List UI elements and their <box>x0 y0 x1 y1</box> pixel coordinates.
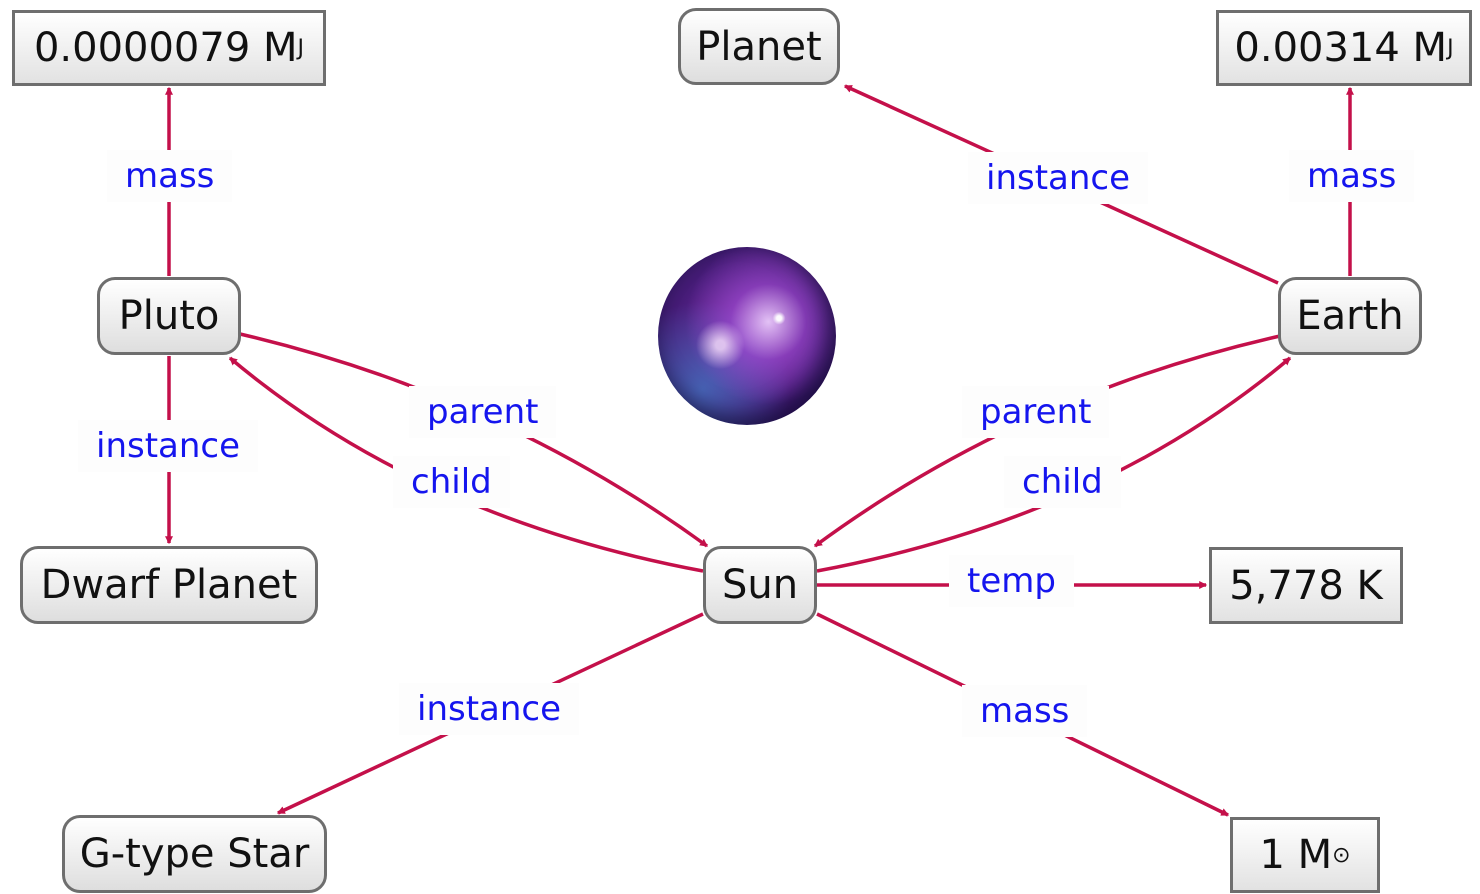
node-pluto: Pluto <box>97 277 241 355</box>
node-earth-mass-label: 0.00314 M <box>1234 25 1448 71</box>
edge-label-sun-earth-parent: parent <box>962 386 1110 438</box>
node-sun-mass: 1 M⊙ <box>1230 817 1380 893</box>
edge-sun-earth-parent <box>813 334 1281 548</box>
edge-label-earth-sun-child: child <box>1004 456 1121 508</box>
node-sun-temp-label: 5,778 K <box>1229 562 1383 609</box>
edge-label-earth-mass: mass <box>1289 150 1415 202</box>
edge-label-pluto-instance: instance <box>78 420 259 472</box>
node-dwarf-planet-label: Dwarf Planet <box>40 562 298 608</box>
node-planet: Planet <box>678 8 840 85</box>
node-planet-label: Planet <box>696 23 822 70</box>
node-earth-mass-unit: J <box>1447 35 1454 61</box>
node-g-type-star: G-type Star <box>62 815 327 893</box>
node-pluto-mass-unit: J <box>297 35 305 61</box>
node-earth: Earth <box>1278 277 1422 355</box>
edge-label-sun-temp: temp <box>949 555 1074 607</box>
node-sun: Sun <box>703 546 817 624</box>
node-sun-label: Sun <box>721 562 799 608</box>
galaxy-image <box>658 247 836 425</box>
node-earth-label: Earth <box>1296 293 1404 339</box>
node-sun-mass-unit: ⊙ <box>1332 842 1351 868</box>
node-dwarf-planet: Dwarf Planet <box>20 546 318 624</box>
edge-label-sun-mass: mass <box>962 685 1088 737</box>
edge-label-pluto-mass: mass <box>107 150 233 202</box>
edge-label-sun-instance: instance <box>399 683 580 735</box>
edge-label-pluto-sun-child: child <box>393 456 510 508</box>
node-g-type-star-label: G-type Star <box>79 831 310 877</box>
edge-sun-pluto-parent <box>239 332 709 548</box>
edge-label-earth-instance: instance <box>968 152 1149 204</box>
edge-label-sun-pluto-parent: parent <box>409 386 557 438</box>
node-pluto-mass-label: 0.0000079 M <box>33 25 298 71</box>
node-sun-temp: 5,778 K <box>1209 547 1403 624</box>
node-sun-mass-label: 1 M <box>1259 832 1333 878</box>
node-pluto-label: Pluto <box>118 293 220 339</box>
